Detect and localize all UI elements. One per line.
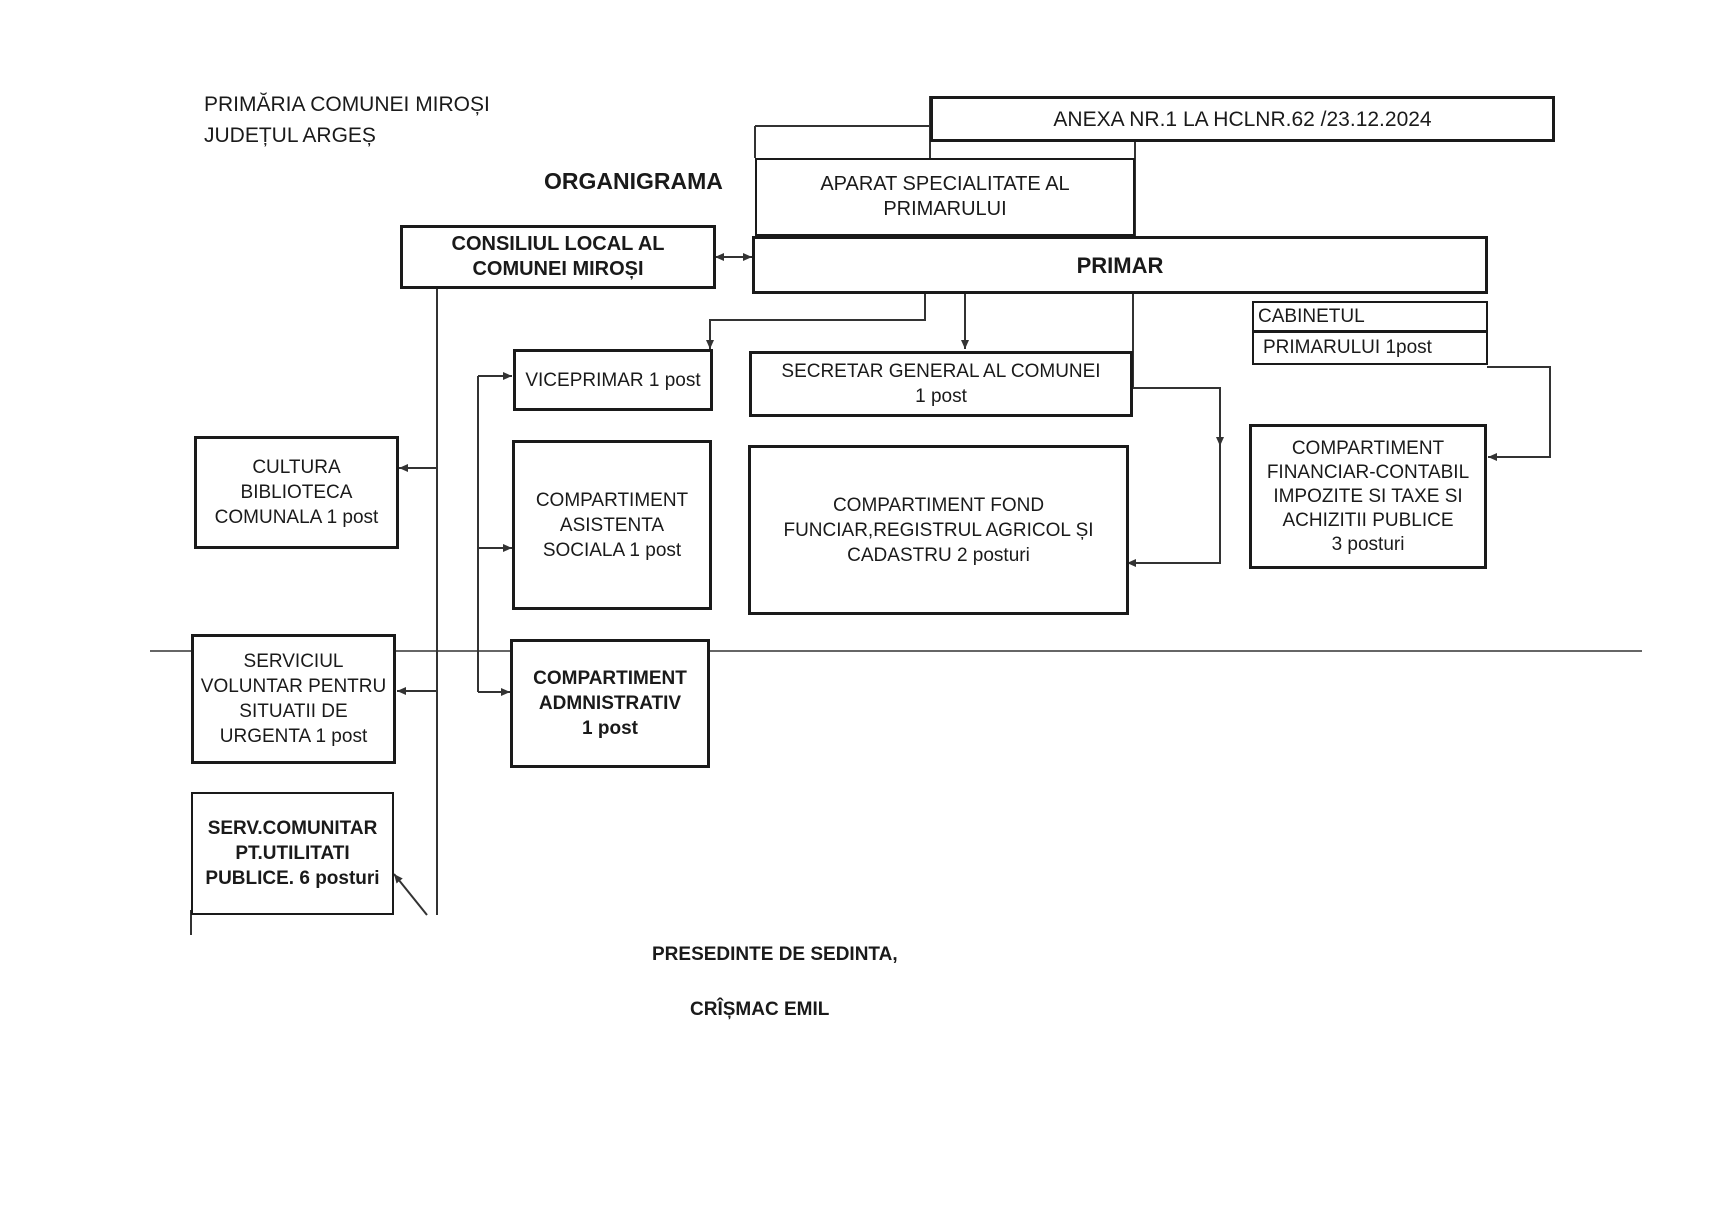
box-primar: PRIMAR bbox=[752, 236, 1488, 294]
box-fond: COMPARTIMENT FOND FUNCIAR,REGISTRUL AGRI… bbox=[748, 445, 1129, 615]
box-viceprimar: VICEPRIMAR 1 post bbox=[513, 349, 713, 411]
signatory-role: PRESEDINTE DE SEDINTA, bbox=[652, 944, 898, 965]
annex-label: ANEXA NR.1 LA HCLNR.62 /23.12.2024 bbox=[1053, 107, 1432, 131]
box-consiliu: CONSILIUL LOCAL AL COMUNEI MIROȘI bbox=[400, 225, 716, 289]
box-administrativ: COMPARTIMENT ADMNISTRATIV 1 post bbox=[510, 639, 710, 768]
box-aparat: APARAT SPECIALITATE AL PRIMARULUI bbox=[755, 158, 1135, 236]
box-viceprimar-label: VICEPRIMAR 1 post bbox=[525, 369, 701, 391]
box-financiar-line-1: COMPARTIMENT bbox=[1291, 437, 1445, 459]
box-cabinet-line-1: CABINETUL bbox=[1252, 301, 1488, 332]
box-cabinet: CABINETUL PRIMARULUI 1post bbox=[1252, 301, 1488, 365]
box-aparat-line-1: APARAT SPECIALITATE AL bbox=[820, 173, 1070, 195]
box-financiar-line-2: FINANCIAR-CONTABIL bbox=[1266, 461, 1470, 483]
county-name: JUDEȚUL ARGEȘ bbox=[204, 124, 376, 147]
box-secretar: SECRETAR GENERAL AL COMUNEI 1 post bbox=[749, 351, 1133, 417]
box-secretar-line-1: SECRETAR GENERAL AL COMUNEI bbox=[781, 361, 1101, 382]
box-voluntar: SERVICIUL VOLUNTAR PENTRU SITUATII DE UR… bbox=[191, 634, 396, 764]
institution-name: PRIMĂRIA COMUNEI MIROȘI bbox=[204, 93, 490, 116]
box-voluntar-line-3: SITUATII DE bbox=[239, 701, 348, 722]
box-administrativ-line-3: 1 post bbox=[582, 718, 638, 739]
box-administrativ-line-1: COMPARTIMENT bbox=[533, 668, 687, 689]
box-fond-line-3: CADASTRU 2 posturi bbox=[847, 544, 1030, 566]
box-financiar: COMPARTIMENT FINANCIAR-CONTABIL IMPOZITE… bbox=[1249, 424, 1487, 569]
box-cultura: CULTURA BIBLIOTECA COMUNALA 1 post bbox=[194, 436, 399, 549]
box-administrativ-line-2: ADMNISTRATIV bbox=[538, 693, 682, 714]
box-financiar-line-5: 3 posturi bbox=[1331, 533, 1405, 555]
box-consiliu-line-2: COMUNEI MIROȘI bbox=[472, 258, 644, 280]
box-utilitati-line-3: PUBLICE. 6 posturi bbox=[205, 868, 380, 889]
box-utilitati-line-1: SERV.COMUNITAR bbox=[207, 818, 378, 839]
box-financiar-line-4: ACHIZITII PUBLICE bbox=[1282, 509, 1454, 531]
box-cultura-line-3: COMUNALA 1 post bbox=[214, 507, 379, 528]
box-voluntar-line-4: URGENTA 1 post bbox=[219, 726, 368, 747]
box-fond-line-2: FUNCIAR,REGISTRUL AGRICOL ȘI bbox=[783, 519, 1094, 541]
box-primar-label: PRIMAR bbox=[1076, 252, 1164, 278]
box-asistenta: COMPARTIMENT ASISTENTA SOCIALA 1 post bbox=[512, 440, 712, 610]
box-financiar-line-3: IMPOZITE SI TAXE SI bbox=[1273, 485, 1463, 507]
box-cabinet-line-2: PRIMARULUI 1post bbox=[1252, 331, 1488, 365]
box-consiliu-line-1: CONSILIUL LOCAL AL bbox=[451, 233, 665, 255]
box-voluntar-line-2: VOLUNTAR PENTRU bbox=[200, 676, 387, 697]
box-cultura-line-1: CULTURA bbox=[252, 457, 341, 478]
box-secretar-line-2: 1 post bbox=[915, 386, 967, 407]
annex-box: ANEXA NR.1 LA HCLNR.62 /23.12.2024 bbox=[930, 96, 1555, 142]
box-asistenta-line-1: COMPARTIMENT bbox=[535, 489, 689, 511]
box-cultura-line-2: BIBLIOTECA bbox=[240, 482, 353, 503]
box-fond-line-1: COMPARTIMENT FOND bbox=[832, 494, 1045, 516]
box-asistenta-line-3: SOCIALA 1 post bbox=[542, 539, 682, 561]
page-title: ORGANIGRAMA bbox=[544, 168, 723, 194]
box-utilitati-line-2: PT.UTILITATI bbox=[235, 843, 350, 864]
box-asistenta-line-2: ASISTENTA bbox=[559, 514, 665, 536]
signatory-name: CRÎȘMAC EMIL bbox=[690, 999, 830, 1020]
box-aparat-line-2: PRIMARULUI bbox=[883, 198, 1007, 220]
box-voluntar-line-1: SERVICIUL bbox=[243, 651, 344, 672]
box-utilitati: SERV.COMUNITAR PT.UTILITATI PUBLICE. 6 p… bbox=[191, 792, 394, 915]
